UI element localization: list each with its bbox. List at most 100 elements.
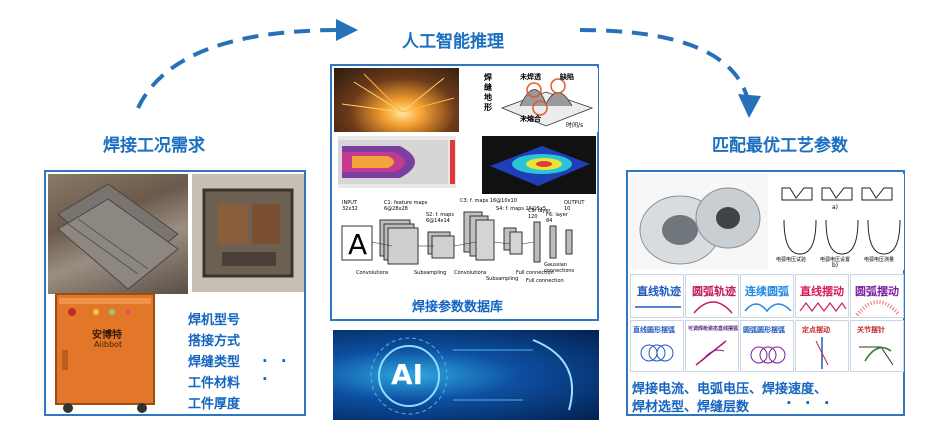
joint-caption-b: b) xyxy=(832,262,839,269)
weave-label-3: 连续圆弧 xyxy=(745,285,789,298)
machine-drawing xyxy=(55,293,155,413)
cnn-c3-label: C3: f. maps 16@10x10 xyxy=(460,198,517,204)
cnn-drawing: A xyxy=(341,211,573,265)
wire-spool-photo xyxy=(630,174,768,270)
weave-label-6: 直线圆形摆弧 xyxy=(633,326,675,334)
weave-cont-arc-icon xyxy=(744,303,792,313)
weave-cell-5: 圆弧摆动 xyxy=(850,274,904,318)
steel-plates-photo xyxy=(48,174,188,294)
workpiece-drawing xyxy=(202,188,294,278)
weave-joint-icon xyxy=(859,346,894,366)
requirement-ellipsis: · · · xyxy=(262,352,291,388)
weave-cell-8: 圆弧圆形摆弧 xyxy=(740,320,794,372)
cnn-c1-label: C1: feature maps 6@28x28 xyxy=(384,200,428,212)
surface-label-underfill: 未焊透 xyxy=(520,73,541,81)
inference-title: 人工智能推理 xyxy=(402,32,504,52)
ai-image: AI xyxy=(333,330,599,420)
joint-text-1: 电弧电压试验 xyxy=(776,257,807,263)
weave-cell-10: 关节摆针 xyxy=(850,320,904,372)
surface-vlabel-3: 地 xyxy=(484,93,492,102)
cnn-conv1-label: Convolutions xyxy=(356,270,389,276)
cnn-full2-label: Full connection xyxy=(526,278,564,284)
optimal-output-line1: 焊接电流、电弧电压、焊接速度、 xyxy=(632,382,828,397)
weave-cell-3: 连续圆弧 xyxy=(740,274,794,318)
surface-axis-label: 时间/s xyxy=(566,122,584,129)
arrow-left-head xyxy=(336,19,358,41)
arrow-right-arc xyxy=(579,28,750,101)
cnn-conv2-label: Convolutions xyxy=(454,270,487,276)
cnn-input-label: INPUT 32x32 xyxy=(342,200,358,212)
svg-text:A: A xyxy=(348,228,367,261)
joint-diagrams: a) b) 电弧电压试验 电弧电压设置 电弧电压测量 xyxy=(770,174,904,270)
weave-zigzag-icon xyxy=(799,301,847,312)
cnn-sub2-label: Subsampling xyxy=(486,276,519,282)
surface-vlabel-4: 形 xyxy=(484,103,492,112)
cnn-c5-label: C5: layer 120 xyxy=(528,208,551,220)
cnn-sub1-label: Subsampling xyxy=(414,270,447,276)
sparks-drawing xyxy=(341,73,455,113)
surface-vlabel-2: 缝 xyxy=(484,83,492,92)
weave-cell-6: 直线圆形摆弧 xyxy=(630,320,684,372)
cnn-full-label: Full connection xyxy=(516,270,554,276)
weave-label-4: 直线摆动 xyxy=(800,285,844,298)
ai-circuits xyxy=(370,337,574,415)
weave-point-icon xyxy=(815,337,829,369)
requirement-panel: 安博特 Aiibbot 焊机型号 搭接方式 焊缝类型 工件材料 工件厚度 · ·… xyxy=(44,170,306,416)
ai-label: AI xyxy=(391,358,424,391)
list-item: 工件材料 xyxy=(188,376,241,391)
optimal-title: 匹配最优工艺参数 xyxy=(712,136,848,156)
weave-arc-icon xyxy=(693,301,733,314)
cnn-f6-label: F6: layer 84 xyxy=(546,212,568,224)
weld-pool-heatmap xyxy=(338,136,456,188)
fem-simulation xyxy=(482,136,596,194)
weave-label-10: 关节摆针 xyxy=(857,326,885,334)
workpiece-photo xyxy=(192,174,304,292)
weave-label-5: 圆弧摆动 xyxy=(855,285,899,298)
weave-cell-1: 直线轨迹 xyxy=(630,274,684,318)
cnn-diagram: A INPUT 32x32 C1: feature maps 6@28x28 S… xyxy=(336,198,596,290)
weave-label-9: 定点摆动 xyxy=(802,326,830,334)
cnn-s4-label: S4: f. maps 16@5x5 xyxy=(496,206,547,212)
weave-label-2: 圆弧轨迹 xyxy=(692,285,736,298)
weave-label-1: 直线轨迹 xyxy=(637,285,681,298)
cnn-gauss-label: Gaussian connections xyxy=(544,262,575,274)
weave-line-icon xyxy=(635,306,681,308)
joint-drawing xyxy=(781,187,901,255)
plates-drawing xyxy=(57,183,179,290)
heatmap-drawing xyxy=(338,140,455,184)
weave-circle-line-icon xyxy=(640,344,674,362)
machine-brand-en: Aiibbot xyxy=(94,340,123,349)
arrow-right-head xyxy=(738,94,761,118)
optimal-panel: a) b) 电弧电压试验 电弧电压设置 电弧电压测量 直线轨迹 圆弧轨迹 连续圆… xyxy=(626,170,905,416)
list-item: 焊机型号 xyxy=(188,313,241,328)
requirement-title: 焊接工况需求 xyxy=(103,136,205,156)
optimal-output-line2: 焊材选型、焊缝层数 xyxy=(632,400,750,415)
surface-label-defect: 缺陷 xyxy=(560,73,574,81)
fem-drawing xyxy=(490,146,590,186)
weave-arc-swing-icon xyxy=(855,300,901,317)
joint-caption-a: a) xyxy=(832,204,839,211)
weave-cell-7: 可调焊枪姿态直线摆弧 xyxy=(685,320,739,372)
arrow-left-arc xyxy=(136,28,341,109)
surface-drawing xyxy=(500,78,594,127)
requirement-list: 焊机型号 搭接方式 焊缝类型 工件材料 工件厚度 xyxy=(188,310,240,415)
welding-machine: 安博特 Aiibbot xyxy=(50,290,160,414)
joint-text-2: 电弧电压设置 xyxy=(820,257,851,263)
list-item: 焊缝类型 xyxy=(188,355,241,370)
list-item: 工件厚度 xyxy=(188,397,241,412)
spool-drawing xyxy=(639,187,761,265)
weave-label-7: 可调焊枪姿态直线摆弧 xyxy=(688,326,739,332)
database-title: 焊接参数数据库 xyxy=(412,300,504,315)
weave-cell-4: 直线摆动 xyxy=(795,274,849,318)
weave-label-8: 圆弧圆形摆弧 xyxy=(743,326,785,334)
optimal-ellipsis: · · · xyxy=(786,394,834,412)
cnn-s2-label: S2: f. maps 6@14x14 xyxy=(426,212,454,224)
joint-text-3: 电弧电压测量 xyxy=(864,257,895,263)
cnn-output-label: OUTPUT 10 xyxy=(564,200,585,212)
weld-surface-plot: 焊 缝 地 形 未焊透 缺陷 未熔合 时间/s xyxy=(480,68,598,132)
weave-cell-2: 圆弧轨迹 xyxy=(685,274,739,318)
weave-torch-icon xyxy=(695,340,727,366)
database-panel: 焊 缝 地 形 未焊透 缺陷 未熔合 时间/s A xyxy=(330,64,599,321)
surface-vlabel-1: 焊 xyxy=(484,73,492,82)
